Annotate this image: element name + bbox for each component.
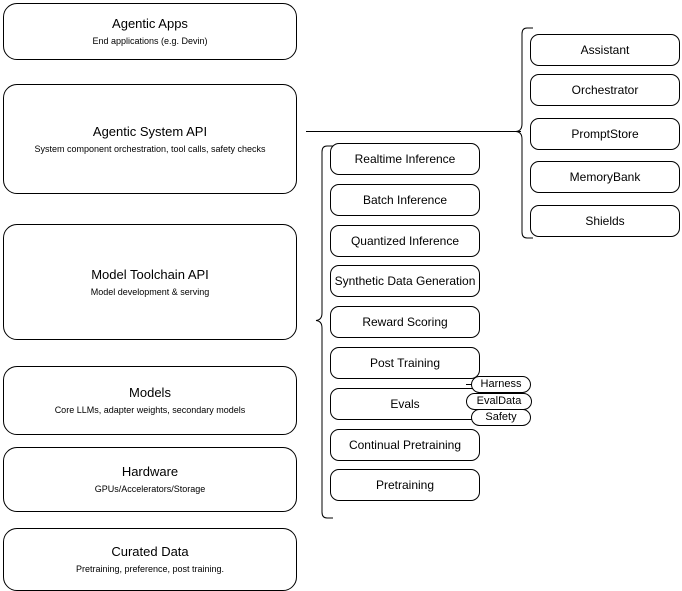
layer-subtitle: Model development & serving bbox=[90, 286, 210, 297]
layer-agentic-apps[interactable]: Agentic Apps End applications (e.g. Devi… bbox=[3, 3, 297, 60]
eval-tag-label: Safety bbox=[485, 411, 517, 423]
layer-model-toolchain-api[interactable]: Model Toolchain API Model development & … bbox=[3, 224, 297, 340]
toolchain-item-label: Batch Inference bbox=[362, 193, 448, 207]
system-item-label: Orchestrator bbox=[571, 83, 639, 97]
toolchain-item-evals[interactable]: Evals bbox=[330, 388, 480, 420]
layer-title: Models bbox=[129, 385, 171, 400]
eval-tag-evaldata[interactable]: EvalData bbox=[466, 393, 532, 410]
eval-tag-label: Harness bbox=[480, 378, 522, 390]
layer-title: Agentic System API bbox=[92, 123, 208, 139]
system-item-promptstore[interactable]: PromptStore bbox=[530, 118, 680, 150]
system-item-orchestrator[interactable]: Orchestrator bbox=[530, 74, 680, 106]
system-item-label: Assistant bbox=[580, 43, 630, 57]
toolchain-item-post-training[interactable]: Post Training bbox=[330, 347, 480, 379]
toolchain-item-label: Evals bbox=[390, 397, 420, 411]
system-item-shields[interactable]: Shields bbox=[530, 205, 680, 237]
system-item-assistant[interactable]: Assistant bbox=[530, 34, 680, 66]
layer-models[interactable]: Models Core LLMs, adapter weights, secon… bbox=[3, 366, 297, 435]
layer-title: Hardware bbox=[121, 464, 179, 479]
system-item-memorybank[interactable]: MemoryBank bbox=[530, 161, 680, 193]
toolchain-item-label: Quantized Inference bbox=[350, 234, 460, 248]
toolchain-item-batch-inference[interactable]: Batch Inference bbox=[330, 184, 480, 216]
system-item-label: PromptStore bbox=[571, 127, 639, 141]
layer-agentic-system-api[interactable]: Agentic System API System component orch… bbox=[3, 84, 297, 194]
layer-subtitle: Core LLMs, adapter weights, secondary mo… bbox=[54, 405, 246, 415]
toolchain-item-label: Pretraining bbox=[375, 478, 435, 492]
eval-tag-safety[interactable]: Safety bbox=[471, 409, 531, 426]
layer-subtitle: System component orchestration, tool cal… bbox=[34, 143, 266, 154]
layer-subtitle: End applications (e.g. Devin) bbox=[92, 36, 208, 46]
toolchain-item-continual-pretraining[interactable]: Continual Pretraining bbox=[330, 429, 480, 461]
eval-tag-harness[interactable]: Harness bbox=[471, 376, 531, 393]
toolchain-item-label: Synthetic Data Generation bbox=[334, 274, 476, 288]
toolchain-item-quantized-inference[interactable]: Quantized Inference bbox=[330, 225, 480, 257]
toolchain-item-label: Reward Scoring bbox=[362, 315, 448, 329]
layer-curated-data[interactable]: Curated Data Pretraining, preference, po… bbox=[3, 528, 297, 591]
layer-title: Curated Data bbox=[111, 544, 189, 559]
layer-subtitle: Pretraining, preference, post training. bbox=[75, 564, 225, 574]
toolchain-item-pretraining[interactable]: Pretraining bbox=[330, 469, 480, 501]
toolchain-item-label: Post Training bbox=[369, 356, 441, 370]
layer-hardware[interactable]: Hardware GPUs/Accelerators/Storage bbox=[3, 447, 297, 512]
system-item-label: MemoryBank bbox=[569, 170, 641, 184]
system-item-label: Shields bbox=[585, 214, 625, 228]
toolchain-item-realtime-inference[interactable]: Realtime Inference bbox=[330, 143, 480, 175]
layer-title: Agentic Apps bbox=[112, 16, 188, 31]
toolchain-item-synthetic-data-generation[interactable]: Synthetic Data Generation bbox=[330, 265, 480, 297]
layer-title: Model Toolchain API bbox=[91, 266, 209, 282]
eval-tag-label: EvalData bbox=[476, 395, 522, 407]
toolchain-item-label: Realtime Inference bbox=[354, 152, 456, 166]
toolchain-item-label: Continual Pretraining bbox=[348, 438, 462, 452]
layer-subtitle: GPUs/Accelerators/Storage bbox=[94, 484, 206, 494]
toolchain-item-reward-scoring[interactable]: Reward Scoring bbox=[330, 306, 480, 338]
